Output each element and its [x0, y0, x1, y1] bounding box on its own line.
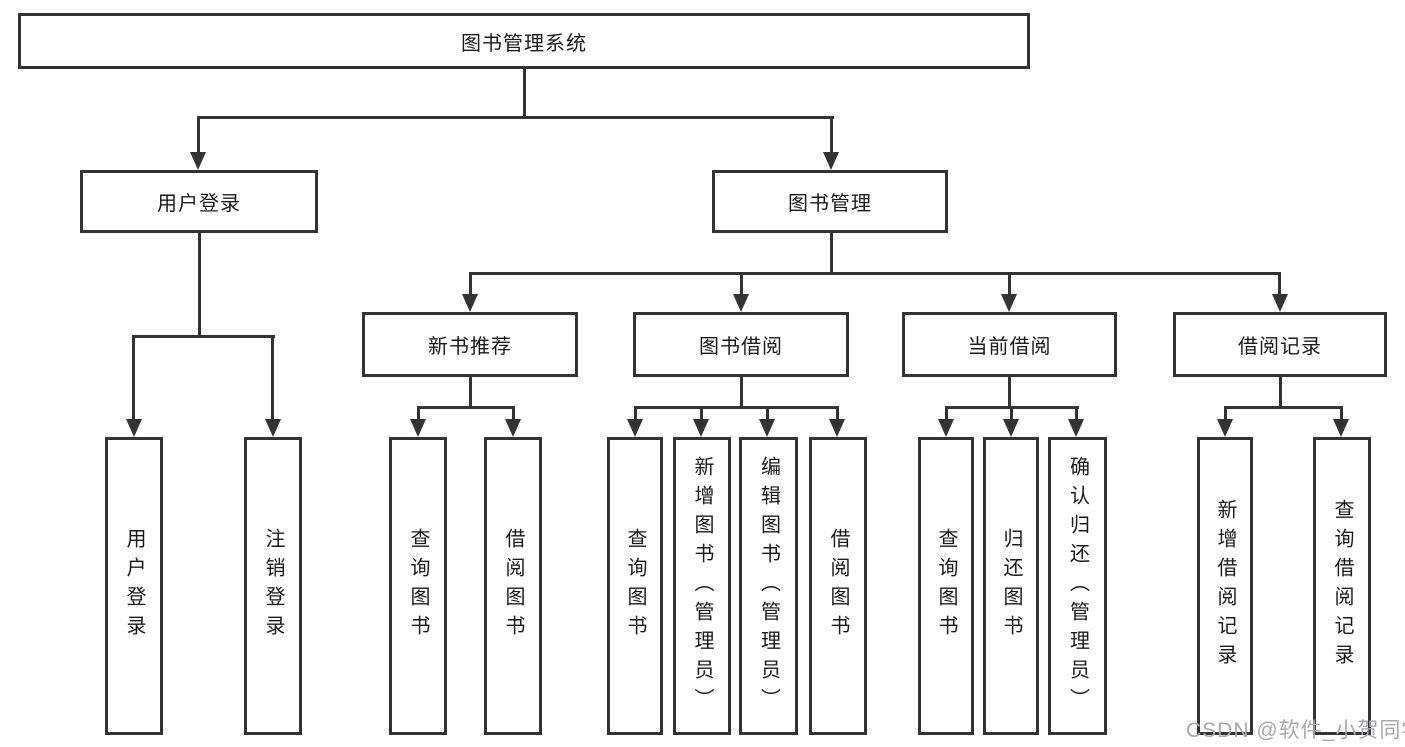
connector-root-rail [197, 116, 834, 119]
arrow-down-icon [1272, 294, 1288, 312]
leaf-edit-book-admin: 编辑图书（管理员） [739, 437, 798, 735]
connector-stem [1008, 377, 1011, 408]
connector-drop-node [469, 272, 472, 296]
arrow-down-icon [462, 294, 478, 312]
arrow-down-icon [190, 152, 206, 170]
connector-mgmt-stem [830, 233, 833, 274]
connector-drop-leaf [634, 406, 637, 421]
node-new-book-recommend: 新书推荐 [362, 312, 578, 377]
arrow-down-icon [410, 419, 426, 437]
node-user-login: 用户登录 [80, 170, 318, 233]
connector-drop-leaf [271, 335, 274, 421]
arrow-down-icon [829, 419, 845, 437]
node-book-management: 图书管理 [712, 170, 948, 233]
connector-rail [1224, 406, 1343, 409]
connector-login-stem [198, 233, 201, 336]
arrow-down-icon [1068, 419, 1084, 437]
connector-mgmt-rail [469, 272, 1281, 275]
arrow-down-icon [1217, 419, 1233, 437]
arrow-down-icon [627, 419, 643, 437]
watermark: CSDN @软件_小贺同学 [1186, 719, 1405, 742]
leaf-logout: 注销登录 [244, 437, 302, 735]
arrow-down-icon [1003, 419, 1019, 437]
arrow-down-icon [759, 419, 775, 437]
leaf-query-books-recommend: 查询图书 [389, 437, 447, 735]
node-current-borrow: 当前借阅 [902, 312, 1117, 377]
connector-drop-leaf [945, 406, 948, 421]
connector-stem [740, 377, 743, 408]
leaf-query-borrow-record: 查询借阅记录 [1313, 437, 1371, 735]
connector-stem [1279, 377, 1282, 408]
leaf-user-login: 用户登录 [105, 437, 163, 735]
connector-drop-leaf [1075, 406, 1078, 421]
leaf-borrow-books-borrow: 借阅图书 [809, 437, 867, 735]
connector-stem [469, 377, 472, 408]
arrow-down-icon [265, 419, 281, 437]
node-library-system: 图书管理系统 [18, 13, 1030, 69]
leaf-borrow-books-recommend: 借阅图书 [484, 437, 542, 735]
connector-drop-leaf [132, 335, 135, 421]
connector-rail [634, 406, 839, 409]
connector-drop-node [1008, 272, 1011, 296]
connector-rail [417, 406, 515, 409]
connector-drop-node [1278, 272, 1281, 296]
node-book-borrow: 图书借阅 [633, 312, 849, 377]
connector-drop-leaf [700, 406, 703, 421]
connector-drop-leaf [417, 406, 420, 421]
connector-drop-leaf [1224, 406, 1227, 421]
connector-drop-leaf [1010, 406, 1013, 421]
connector-drop-leaf [766, 406, 769, 421]
connector-drop-leaf [512, 406, 515, 421]
arrow-down-icon [1333, 419, 1349, 437]
connector-root-stem [523, 69, 526, 117]
arrow-down-icon [126, 419, 142, 437]
connector-drop-book-mgmt [830, 116, 833, 154]
connector-drop-leaf [836, 406, 839, 421]
leaf-add-borrow-record: 新增借阅记录 [1197, 437, 1253, 735]
node-borrow-records: 借阅记录 [1173, 312, 1387, 377]
arrow-down-icon [938, 419, 954, 437]
arrow-down-icon [1001, 294, 1017, 312]
leaf-confirm-return-admin: 确认归还（管理员） [1048, 437, 1107, 735]
arrow-down-icon [733, 294, 749, 312]
leaf-return-books: 归还图书 [983, 437, 1039, 735]
connector-drop-user-login [197, 116, 200, 154]
arrow-down-icon [693, 419, 709, 437]
connector-login-rail [133, 335, 275, 338]
arrow-down-icon [505, 419, 521, 437]
connector-drop-node [740, 272, 743, 296]
leaf-add-book-admin: 新增图书（管理员） [673, 437, 731, 735]
leaf-query-books-current: 查询图书 [918, 437, 974, 735]
arrow-down-icon [823, 152, 839, 170]
connector-drop-leaf [1340, 406, 1343, 421]
leaf-query-books-borrow: 查询图书 [607, 437, 663, 735]
